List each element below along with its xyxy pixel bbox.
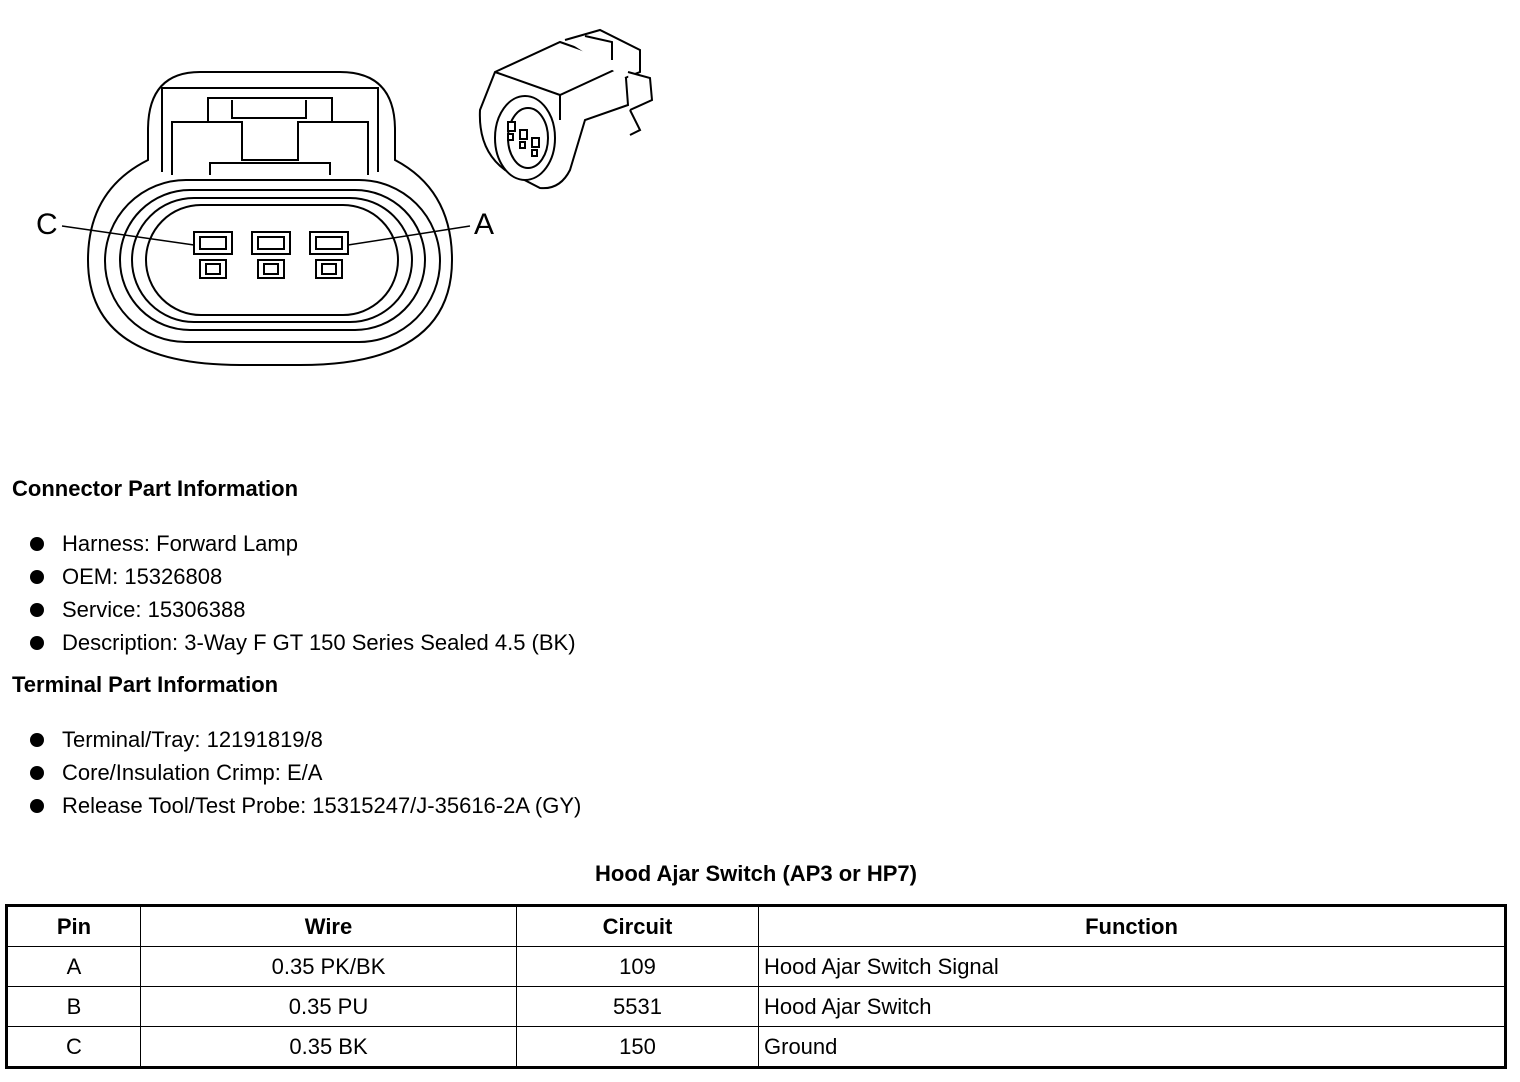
column-header-function: Function <box>758 905 1506 947</box>
list-item: OEM: 15326808 <box>28 560 576 593</box>
bullet-icon <box>30 766 44 780</box>
connector-info-list: Harness: Forward Lamp OEM: 15326808 Serv… <box>28 527 576 659</box>
table-header-row: Pin Wire Circuit Function <box>6 905 1506 947</box>
cell-wire: 0.35 BK <box>140 1026 517 1068</box>
leader-line-c <box>61 225 195 246</box>
list-item: Terminal/Tray: 12191819/8 <box>28 723 581 756</box>
bullet-icon <box>30 603 44 617</box>
list-item: Release Tool/Test Probe: 15315247/J-3561… <box>28 789 581 822</box>
cavity-b <box>251 231 291 279</box>
bullet-icon <box>30 537 44 551</box>
cell-pin: C <box>6 1026 141 1068</box>
list-item: Description: 3-Way F GT 150 Series Seale… <box>28 626 576 659</box>
bullet-icon <box>30 570 44 584</box>
connector-diagram: C A <box>36 28 654 366</box>
list-item: Core/Insulation Crimp: E/A <box>28 756 581 789</box>
cell-circuit: 150 <box>516 1026 759 1068</box>
pinout-table: Pin Wire Circuit Function A 0.35 PK/BK 1… <box>5 904 1507 1069</box>
leader-line-a <box>347 225 471 246</box>
list-item: Harness: Forward Lamp <box>28 527 576 560</box>
connector-seal-outer <box>104 179 441 343</box>
cell-pin: A <box>6 946 141 987</box>
pin-label-a: A <box>474 208 494 241</box>
connector-3d-view <box>478 28 654 190</box>
bullet-icon <box>30 799 44 813</box>
cell-function: Hood Ajar Switch <box>758 986 1506 1027</box>
cell-circuit: 5531 <box>516 986 759 1027</box>
cavity-c <box>193 231 233 279</box>
column-header-wire: Wire <box>140 905 517 947</box>
list-item: Service: 15306388 <box>28 593 576 626</box>
terminal-info-list: Terminal/Tray: 12191819/8 Core/Insulatio… <box>28 723 581 822</box>
table-title: Hood Ajar Switch (AP3 or HP7) <box>595 861 917 886</box>
bullet-icon <box>30 636 44 650</box>
cell-wire: 0.35 PU <box>140 986 517 1027</box>
terminal-section-title: Terminal Part Information <box>12 672 279 697</box>
cell-wire: 0.35 PK/BK <box>140 946 517 987</box>
cell-function: Ground <box>758 1026 1506 1068</box>
column-header-circuit: Circuit <box>516 905 759 947</box>
table-row: C 0.35 BK 150 Ground <box>6 1026 1506 1068</box>
column-header-pin: Pin <box>6 905 141 947</box>
cell-circuit: 109 <box>516 946 759 987</box>
table-row: B 0.35 PU 5531 Hood Ajar Switch <box>6 986 1506 1027</box>
table-row: A 0.35 PK/BK 109 Hood Ajar Switch Signal <box>6 946 1506 987</box>
connector-housing-outline <box>86 71 454 366</box>
cavity-a <box>309 231 349 279</box>
connector-seal-middle <box>119 189 426 331</box>
bullet-icon <box>30 733 44 747</box>
connector-latch <box>161 87 379 172</box>
pin-label-c: C <box>36 208 58 241</box>
cell-function: Hood Ajar Switch Signal <box>758 946 1506 987</box>
cell-pin: B <box>6 986 141 1027</box>
connector-section-title: Connector Part Information <box>12 476 299 501</box>
